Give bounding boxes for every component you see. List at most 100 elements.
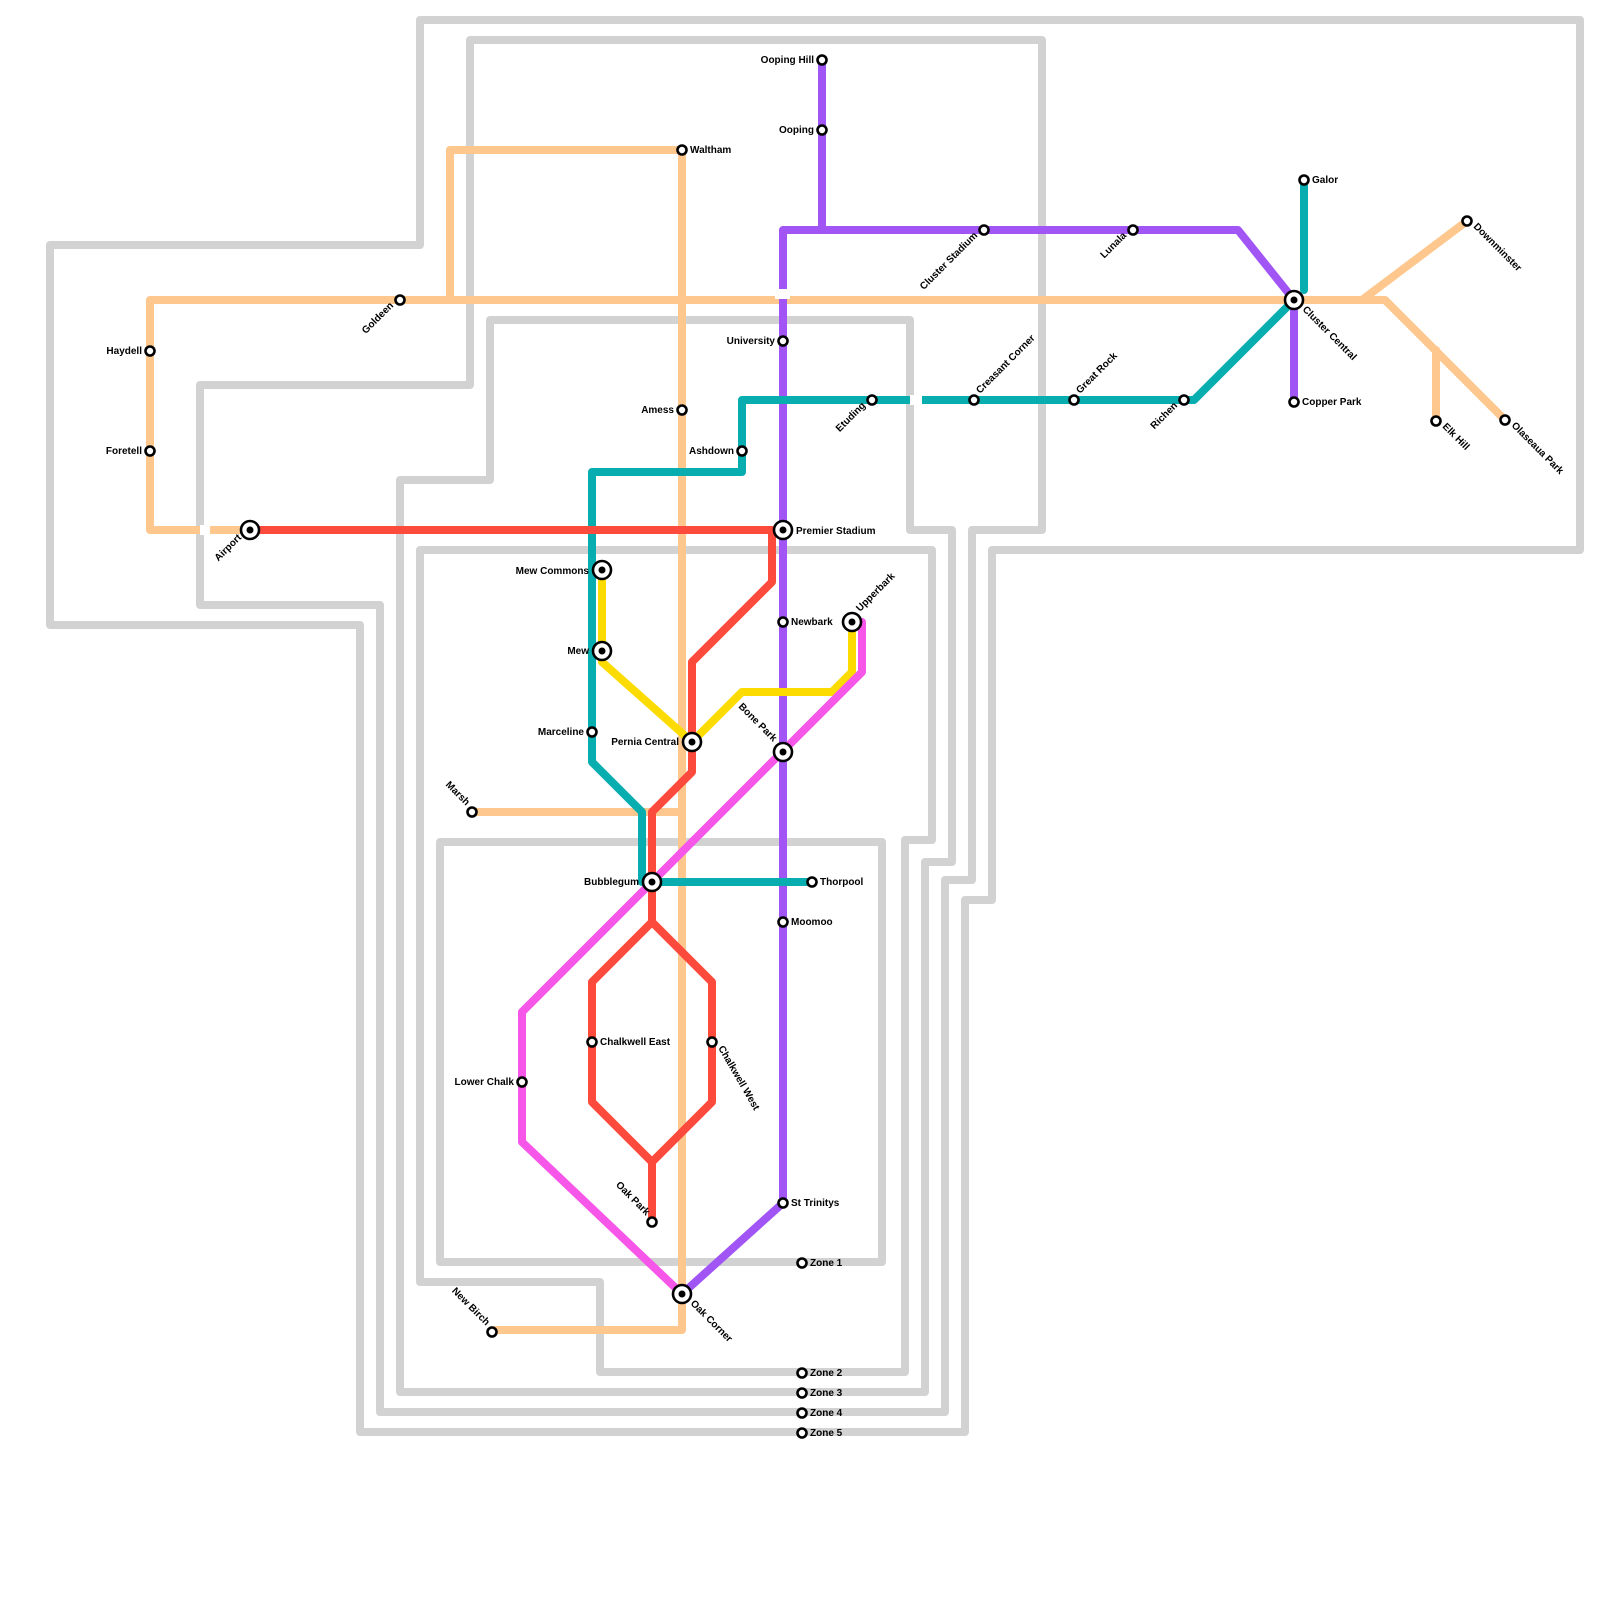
- label-zone-2: Zone 2: [810, 1368, 843, 1379]
- magenta-line: [518, 618, 866, 1298]
- label-downminster: Downminster: [1471, 221, 1524, 274]
- label-chalkwell-east: Chalkwell East: [600, 1037, 671, 1048]
- label-foretell: Foretell: [106, 446, 142, 457]
- interchange-core: [688, 738, 696, 746]
- label-chalkwell-west: Chalkwell West: [715, 1044, 761, 1113]
- station-upperbark[interactable]: [841, 611, 863, 633]
- interchange-core: [648, 878, 656, 886]
- label-ooping-hill: Ooping Hill: [761, 55, 815, 66]
- label-creasant-corner: Creasant Corner: [974, 333, 1037, 396]
- zone-boundaries: [46, 16, 1584, 1436]
- label-airport: Airport: [213, 532, 245, 564]
- station-newbark[interactable]: [777, 616, 789, 628]
- station-thorpool[interactable]: [806, 876, 818, 888]
- interchange-core: [779, 526, 787, 534]
- station-labels: Ooping Hill Ooping Waltham Galor Downmin…: [106, 55, 1566, 1439]
- station-marsh[interactable]: [466, 806, 478, 818]
- zone-boundary-outer: [46, 16, 1584, 1436]
- zone-boundary-1: [436, 838, 886, 1266]
- station-marceline[interactable]: [586, 726, 598, 738]
- label-university: University: [727, 336, 776, 347]
- station-lunala[interactable]: [1127, 224, 1139, 236]
- label-marsh: Marsh: [443, 780, 472, 809]
- label-premier-stadium: Premier Stadium: [796, 526, 876, 537]
- station-goldeen[interactable]: [394, 294, 406, 306]
- station-mew-commons[interactable]: [591, 559, 613, 581]
- zone-boundary-3: [396, 316, 956, 1396]
- label-moomoo: Moomoo: [791, 917, 833, 928]
- station-moomoo[interactable]: [777, 916, 789, 928]
- station-ooping[interactable]: [816, 124, 828, 136]
- label-amess: Amess: [641, 405, 674, 416]
- station-etuding[interactable]: [866, 394, 878, 406]
- station-cluster-stadium[interactable]: [978, 224, 990, 236]
- station-chalkwell-east[interactable]: [586, 1036, 598, 1048]
- zone-marker-4: [796, 1407, 808, 1419]
- zone-boundary-2: [416, 546, 936, 1376]
- station-university[interactable]: [777, 335, 789, 347]
- zone-marker-2: [796, 1367, 808, 1379]
- interchange-core: [678, 1290, 686, 1298]
- station-great-rock[interactable]: [1068, 394, 1080, 406]
- label-st-trinitys: St Trinitys: [791, 1198, 840, 1209]
- label-cluster-stadium: Cluster Stadium: [918, 230, 980, 292]
- station-oak-park[interactable]: [646, 1216, 658, 1228]
- station-waltham[interactable]: [676, 144, 688, 156]
- station-st-trinitys[interactable]: [777, 1197, 789, 1209]
- label-thorpool: Thorpool: [820, 877, 864, 888]
- station-cluster-central[interactable]: [1283, 289, 1305, 311]
- station-airport[interactable]: [239, 519, 261, 541]
- label-zone-1: Zone 1: [810, 1258, 843, 1269]
- label-goldeen: Goldeen: [360, 300, 396, 336]
- interchange-core: [1290, 296, 1298, 304]
- station-chalkwell-west[interactable]: [706, 1036, 718, 1048]
- label-marceline: Marceline: [538, 727, 585, 738]
- station-ooping-hill[interactable]: [816, 54, 828, 66]
- label-bone-park: Bone Park: [736, 701, 779, 744]
- interchange-core: [246, 526, 254, 534]
- label-zone-3: Zone 3: [810, 1388, 843, 1399]
- station-elk-hill[interactable]: [1430, 415, 1442, 427]
- label-galor: Galor: [1312, 175, 1338, 186]
- yellow-line: [598, 566, 856, 746]
- label-copper-park: Copper Park: [1302, 397, 1362, 408]
- label-cluster-central: Cluster Central: [1300, 304, 1359, 363]
- label-olaseaua-park: Olaseaua Park: [1509, 420, 1566, 477]
- station-lower-chalk[interactable]: [516, 1076, 528, 1088]
- label-ooping: Ooping: [779, 125, 814, 136]
- interchange-core: [779, 748, 787, 756]
- station-olaseaua-park[interactable]: [1499, 414, 1511, 426]
- station-new-birch[interactable]: [486, 1326, 498, 1338]
- station-bubblegum[interactable]: [641, 871, 663, 893]
- teal-line: [588, 176, 1308, 886]
- red-line: [246, 526, 776, 1226]
- zone-boundary-4: [196, 36, 1046, 1416]
- label-mew: Mew: [567, 646, 589, 657]
- station-copper-park[interactable]: [1288, 396, 1300, 408]
- stations: [144, 54, 1511, 1439]
- station-galor[interactable]: [1298, 174, 1310, 186]
- station-premier-stadium[interactable]: [772, 519, 794, 541]
- label-lunala: Lunala: [1099, 230, 1130, 261]
- station-bone-park[interactable]: [772, 741, 794, 763]
- station-downminster[interactable]: [1461, 215, 1473, 227]
- station-amess[interactable]: [676, 404, 688, 416]
- interchange-core: [598, 647, 606, 655]
- station-haydell[interactable]: [144, 345, 156, 357]
- station-richen[interactable]: [1178, 394, 1190, 406]
- label-haydell: Haydell: [106, 346, 142, 357]
- label-zone-4: Zone 4: [810, 1408, 843, 1419]
- line-gaps: [200, 289, 922, 535]
- station-mew[interactable]: [591, 640, 613, 662]
- station-foretell[interactable]: [144, 445, 156, 457]
- station-pernia-central[interactable]: [681, 731, 703, 753]
- station-creasant-corner[interactable]: [968, 394, 980, 406]
- label-oak-corner: Oak Corner: [688, 1298, 734, 1344]
- station-ashdown[interactable]: [736, 445, 748, 457]
- label-ashdown: Ashdown: [689, 446, 734, 457]
- station-oak-corner[interactable]: [671, 1283, 693, 1305]
- interchange-core: [848, 618, 856, 626]
- interchange-core: [598, 566, 606, 574]
- label-oak-park: Oak Park: [613, 1180, 652, 1219]
